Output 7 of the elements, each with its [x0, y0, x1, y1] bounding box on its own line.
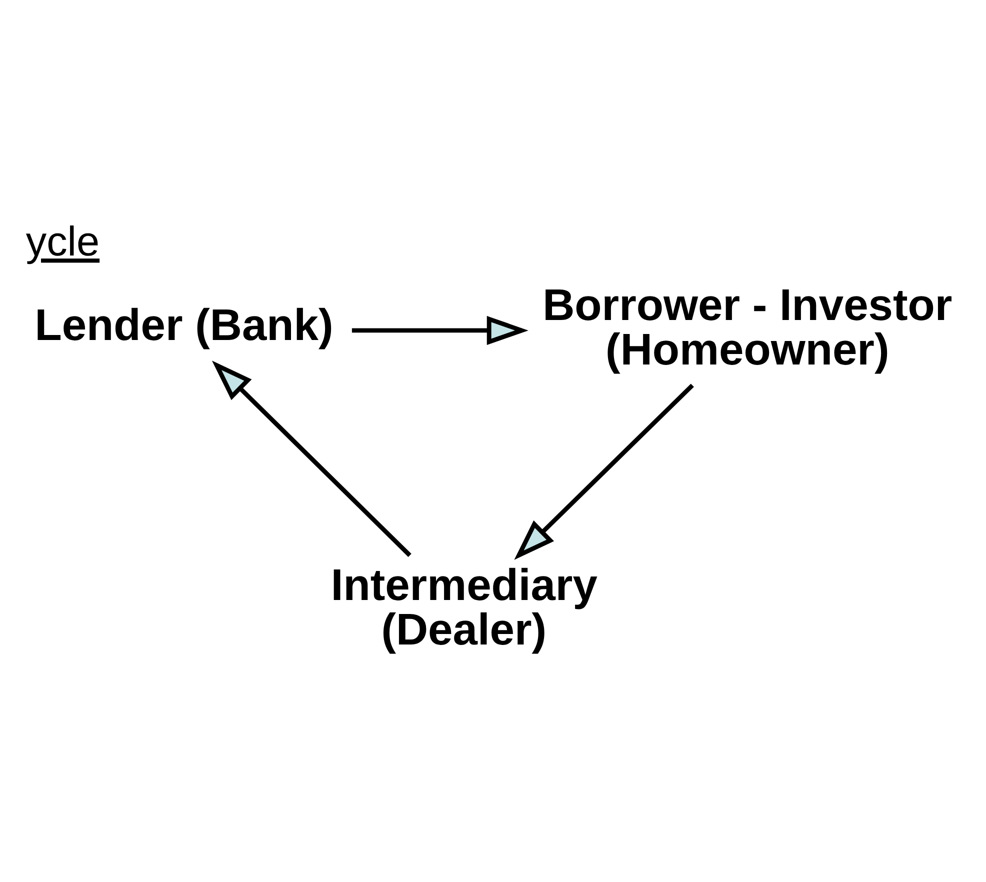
- arrow: [212, 360, 412, 556]
- arrow: [514, 383, 694, 560]
- diagram-title: ycle: [26, 217, 100, 264]
- node-text: Lender (Bank): [34, 300, 334, 350]
- node-text: Borrower - Investor (Homeowner): [542, 280, 952, 374]
- node-text: Intermediary (Dealer): [330, 560, 598, 654]
- arrow: [352, 315, 528, 344]
